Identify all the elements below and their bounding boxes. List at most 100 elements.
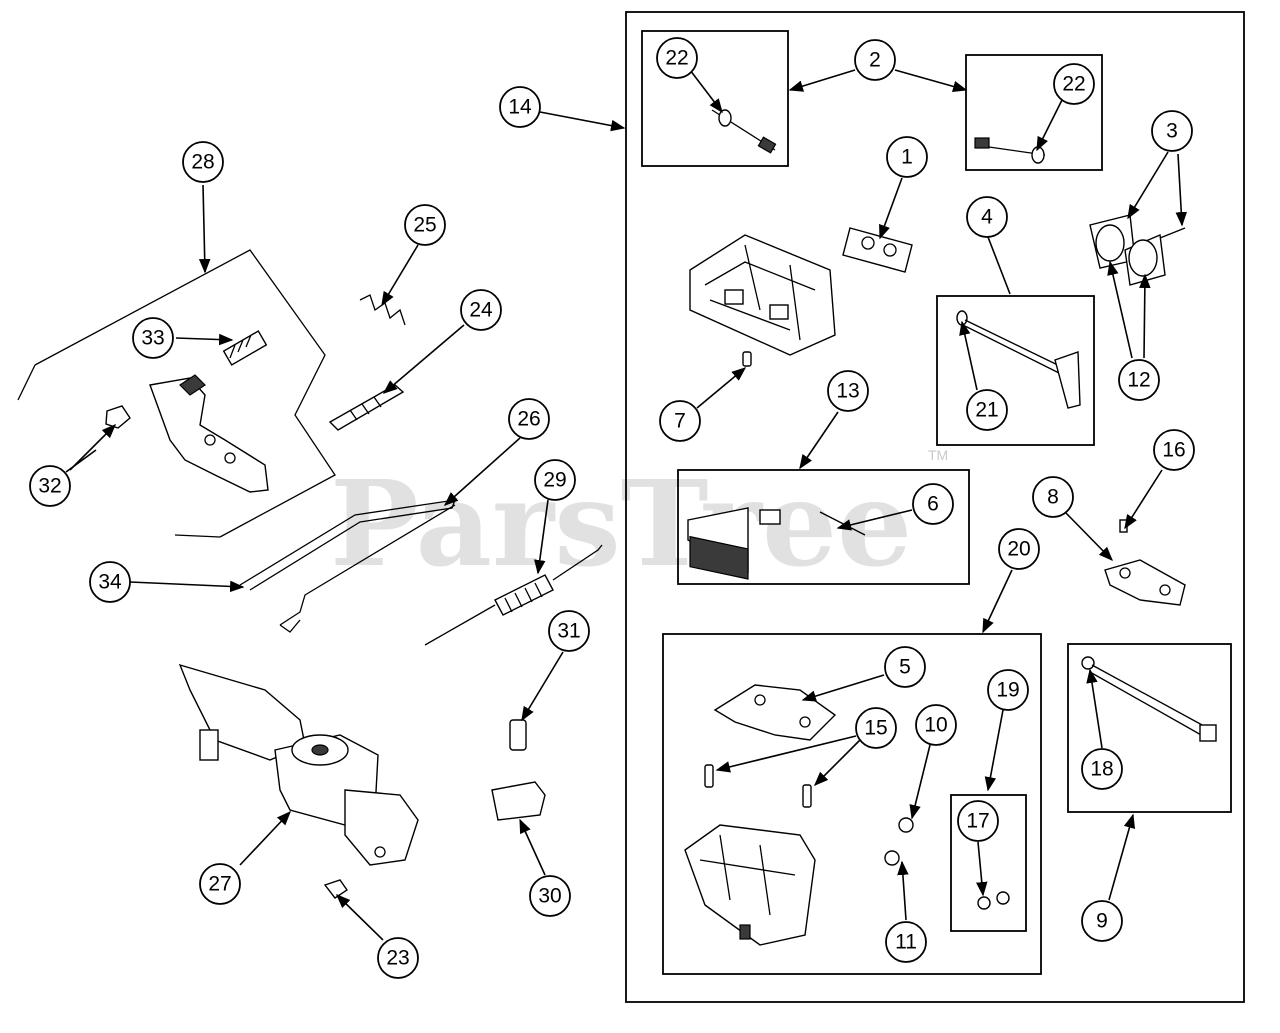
svg-text:32: 32 <box>38 475 61 498</box>
link-18-icon <box>1081 656 1217 742</box>
spring-24-icon <box>328 384 405 431</box>
link-18-box <box>1067 643 1232 813</box>
callout-34: 34 <box>89 561 131 603</box>
svg-text:2: 2 <box>869 49 881 72</box>
callout-11: 11 <box>885 921 927 963</box>
svg-text:20: 20 <box>1007 538 1030 561</box>
callout-4: 4 <box>966 196 1008 238</box>
idle-jet-box-right <box>965 54 1103 171</box>
callout-20: 20 <box>998 528 1040 570</box>
kit-17-parts-icon <box>977 891 1010 910</box>
screw-right-icon <box>802 784 812 808</box>
callout-15: 15 <box>855 707 897 749</box>
callout-24: 24 <box>460 289 502 331</box>
idle-jet-box-left <box>641 30 789 167</box>
carburetor-body-icon <box>689 234 836 356</box>
callout-3: 3 <box>1151 110 1193 152</box>
svg-text:22: 22 <box>1062 73 1085 96</box>
idle-jet-left-icon <box>711 109 777 154</box>
svg-text:15: 15 <box>864 717 887 740</box>
svg-text:16: 16 <box>1162 439 1185 462</box>
svg-text:24: 24 <box>469 299 493 322</box>
callout-8: 8 <box>1032 476 1074 518</box>
svg-text:8: 8 <box>1047 486 1059 509</box>
callout-1: 1 <box>886 136 928 178</box>
svg-text:31: 31 <box>557 620 580 643</box>
fitting-10-icon <box>898 817 914 833</box>
callout-14: 14 <box>499 86 541 128</box>
callout-21: 21 <box>966 389 1008 431</box>
svg-text:28: 28 <box>191 151 214 174</box>
solenoid-icon <box>178 663 419 866</box>
svg-text:7: 7 <box>674 410 686 433</box>
float-bowl-box <box>662 633 1042 975</box>
callout-27: 27 <box>199 863 241 905</box>
callout-17: 17 <box>957 800 999 842</box>
governor-lever-icon <box>149 374 269 493</box>
leader-lines <box>65 69 1188 941</box>
callout-12: 12 <box>1118 359 1160 401</box>
callout-10: 10 <box>915 704 957 746</box>
bolt-33-icon <box>222 330 268 366</box>
svg-text:33: 33 <box>141 327 164 350</box>
clip-30-icon <box>491 781 546 821</box>
svg-text:18: 18 <box>1090 758 1113 781</box>
svg-text:27: 27 <box>208 873 231 896</box>
callout-18: 18 <box>1081 748 1123 790</box>
svg-text:21: 21 <box>975 399 998 422</box>
choke-box <box>677 469 970 585</box>
spring-25-icon <box>359 294 406 326</box>
callout-30: 30 <box>529 875 571 917</box>
gasket-icon <box>842 227 913 273</box>
callout-7: 7 <box>659 400 701 442</box>
svg-text:10: 10 <box>924 714 947 737</box>
callout-26: 26 <box>508 398 550 440</box>
svg-text:19: 19 <box>996 679 1019 702</box>
throttle-shaft-box <box>936 295 1095 446</box>
svg-text:30: 30 <box>538 885 561 908</box>
throttle-plate-icon <box>1089 214 1186 286</box>
callout-23: 23 <box>377 937 419 979</box>
svg-text:6: 6 <box>927 493 939 516</box>
callout-22-left: 22 <box>656 37 698 79</box>
callout-33: 33 <box>132 317 174 359</box>
screw-23-icon <box>323 879 348 899</box>
screw-left-icon <box>704 764 714 788</box>
callout-9: 9 <box>1081 900 1123 942</box>
callout-28: 28 <box>182 141 224 183</box>
svg-text:11: 11 <box>895 931 917 954</box>
kit-17-box <box>950 794 1027 932</box>
svg-text:9: 9 <box>1096 910 1108 933</box>
svg-text:26: 26 <box>517 408 540 431</box>
svg-text:34: 34 <box>98 571 122 594</box>
watermark-text: ParsTree <box>330 454 912 593</box>
svg-text:13: 13 <box>836 380 859 403</box>
svg-text:4: 4 <box>981 206 993 229</box>
nut-icon <box>105 405 131 429</box>
callout-2: 2 <box>854 39 896 81</box>
callout-13: 13 <box>827 370 869 412</box>
svg-text:5: 5 <box>899 656 911 679</box>
callout-22-right: 22 <box>1053 63 1095 105</box>
float-arm-icon <box>1104 559 1186 606</box>
callout-31: 31 <box>548 610 590 652</box>
svg-text:29: 29 <box>543 469 566 492</box>
svg-text:3: 3 <box>1166 120 1178 143</box>
governor-group-outline <box>17 249 336 538</box>
svg-text:23: 23 <box>386 947 409 970</box>
fitting-11-icon <box>884 850 900 866</box>
svg-text:17: 17 <box>966 810 989 833</box>
svg-text:1: 1 <box>901 146 913 169</box>
callout-19: 19 <box>987 669 1029 711</box>
spring-29-icon <box>424 544 603 646</box>
svg-text:22: 22 <box>665 47 688 70</box>
pin-icon <box>742 351 752 367</box>
callout-29: 29 <box>534 459 576 501</box>
float-bowl-icon <box>684 824 816 946</box>
callout-16: 16 <box>1153 429 1195 471</box>
screw-31-icon <box>509 719 527 751</box>
carburetor-kit-box <box>625 11 1245 1003</box>
callout-6: 6 <box>912 483 954 525</box>
callout-32: 32 <box>29 465 71 507</box>
